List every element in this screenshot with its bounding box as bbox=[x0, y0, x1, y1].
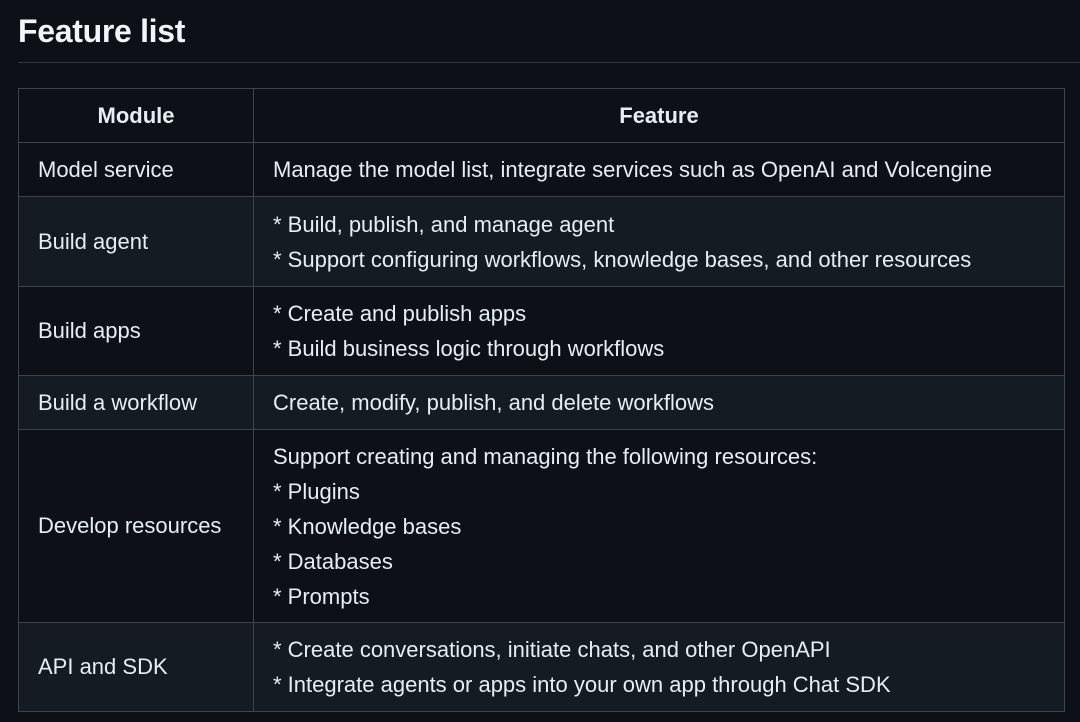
feature-line: * Build, publish, and manage agent bbox=[273, 211, 615, 237]
feature-line: * Create and publish apps bbox=[273, 301, 527, 326]
feature-line: * Knowledge bases bbox=[273, 513, 462, 539]
feature-cell: * Create conversations, initiate chats, … bbox=[253, 622, 1065, 712]
feature-line: * Create conversations, initiate chats, … bbox=[273, 637, 831, 662]
table-header-row: Module Feature bbox=[18, 88, 1065, 143]
feature-table: Module Feature Model service Manage the … bbox=[18, 88, 1065, 712]
module-cell: Model service bbox=[18, 142, 254, 197]
table-row: API and SDK * Create conversations, init… bbox=[18, 622, 1065, 712]
module-cell: Build agent bbox=[18, 196, 254, 287]
module-cell: Build apps bbox=[18, 286, 254, 376]
feature-line: Create, modify, publish, and delete work… bbox=[273, 390, 715, 415]
feature-line: * Plugins bbox=[273, 478, 360, 504]
column-header-feature: Feature bbox=[253, 88, 1065, 143]
table-row: Model service Manage the model list, int… bbox=[18, 142, 1065, 197]
table-row: Build apps * Create and publish apps * B… bbox=[18, 286, 1065, 376]
feature-cell: * Create and publish apps * Build busine… bbox=[253, 286, 1065, 376]
table-row: Build a workflow Create, modify, publish… bbox=[18, 375, 1065, 430]
feature-cell: Support creating and managing the follow… bbox=[253, 429, 1065, 623]
feature-line: Manage the model list, integrate service… bbox=[273, 157, 993, 182]
feature-line: * Build business logic through workflows bbox=[273, 336, 665, 361]
feature-line: Support creating and managing the follow… bbox=[273, 443, 818, 469]
feature-line: * Prompts bbox=[273, 583, 370, 609]
module-cell: API and SDK bbox=[18, 622, 254, 712]
heading-divider bbox=[18, 62, 1080, 63]
column-header-module: Module bbox=[18, 88, 254, 143]
feature-line: * Support configuring workflows, knowled… bbox=[273, 246, 972, 272]
page-title: Feature list bbox=[18, 13, 186, 49]
feature-cell: Create, modify, publish, and delete work… bbox=[253, 375, 1065, 430]
feature-line: * Integrate agents or apps into your own… bbox=[273, 672, 891, 697]
feature-cell: Manage the model list, integrate service… bbox=[253, 142, 1065, 197]
table-row: Build agent * Build, publish, and manage… bbox=[18, 196, 1065, 287]
module-cell: Build a workflow bbox=[18, 375, 254, 430]
module-cell: Develop resources bbox=[18, 429, 254, 623]
feature-cell: * Build, publish, and manage agent * Sup… bbox=[253, 196, 1065, 287]
table-row: Develop resources Support creating and m… bbox=[18, 429, 1065, 623]
feature-line: * Databases bbox=[273, 548, 393, 574]
